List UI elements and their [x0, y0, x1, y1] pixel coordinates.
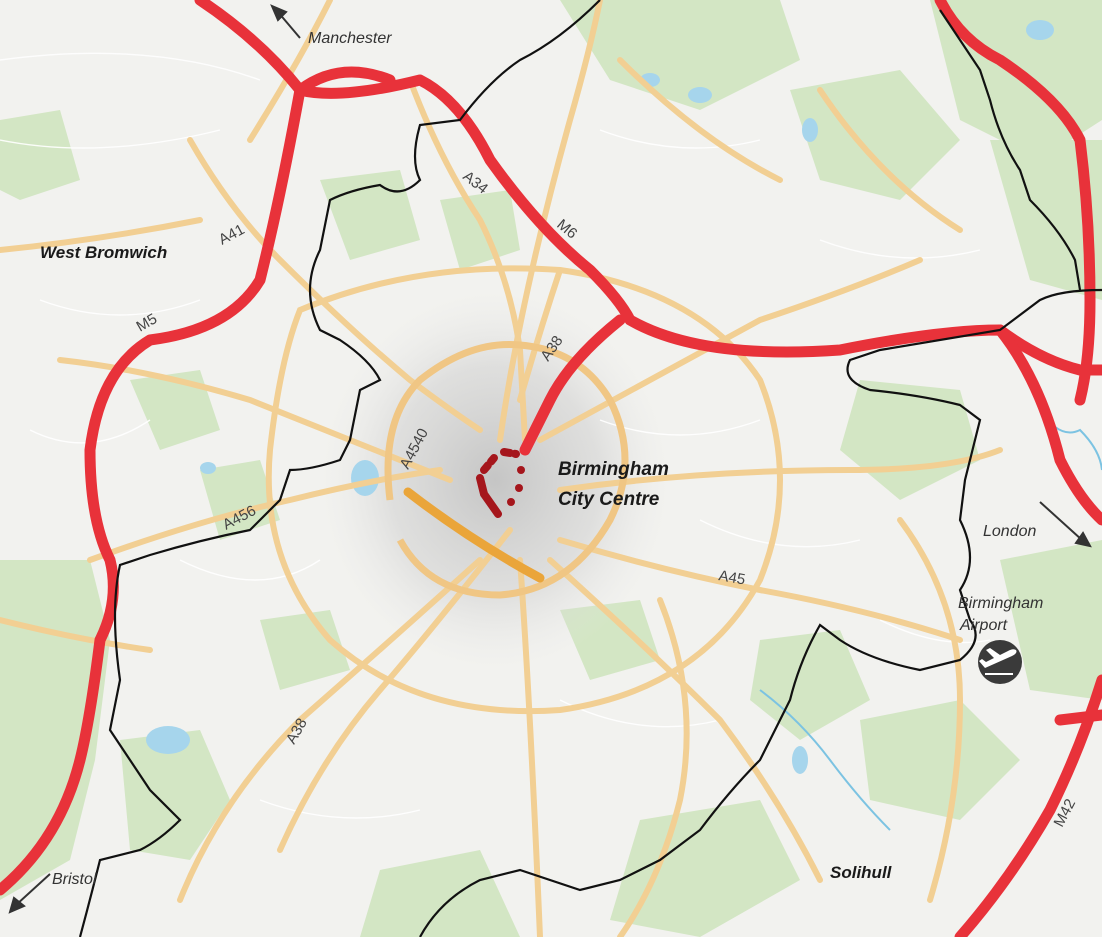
airport-label-line1: Birmingham — [958, 595, 1043, 612]
highlighted-route-orange — [403, 487, 545, 583]
arrow-manchester-icon — [270, 4, 301, 39]
road-label-a41: A41 — [216, 221, 248, 249]
a4540-ring-road — [384, 340, 629, 599]
city-centre-label-line1: Birmingham — [558, 459, 669, 480]
west-bromwich-label: West Bromwich — [40, 243, 167, 262]
arrow-london-icon — [1039, 501, 1092, 548]
solihull-label: Solihull — [830, 863, 893, 882]
bristol-label: Bristol — [52, 871, 97, 888]
road-label-a45: A45 — [717, 567, 746, 588]
direction-arrows — [8, 4, 1092, 914]
manchester-label: Manchester — [308, 30, 392, 47]
urban-core — [320, 290, 670, 670]
london-label: London — [983, 523, 1036, 540]
airplane-icon — [978, 640, 1022, 684]
city-centre-label-line2: City Centre — [558, 489, 660, 510]
a-roads — [0, 0, 1003, 937]
river-cole — [759, 689, 891, 831]
arrow-bristol-icon — [8, 873, 51, 914]
airport-label-line2: Airport — [959, 617, 1008, 634]
highlighted-stops — [507, 466, 525, 506]
highlighted-route-dark-red — [476, 448, 520, 518]
city-boundary — [78, 0, 1102, 937]
road-label-a38-south: A38 — [283, 715, 311, 747]
